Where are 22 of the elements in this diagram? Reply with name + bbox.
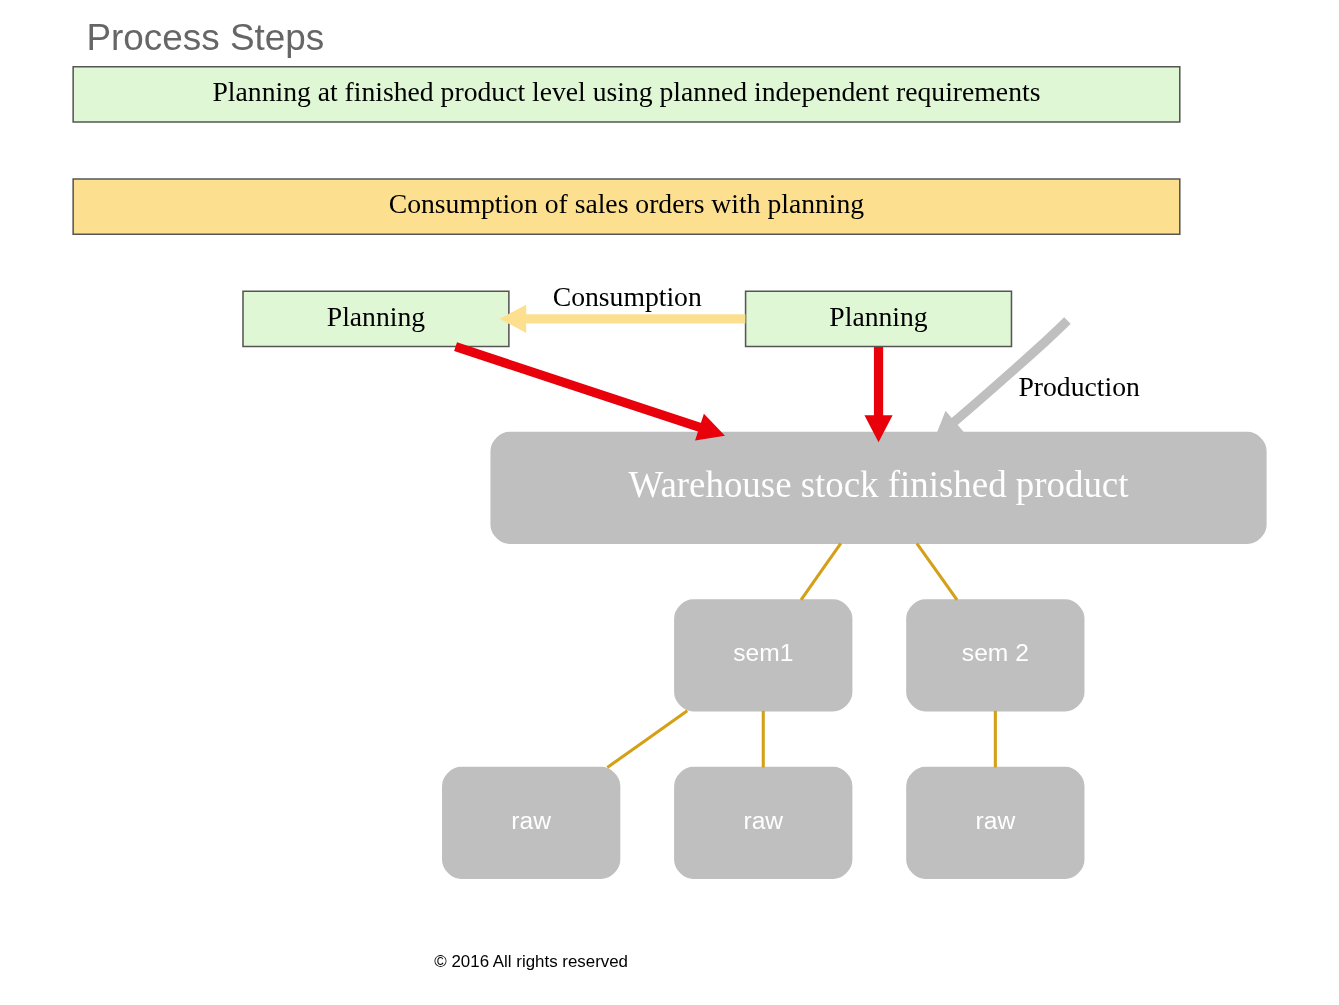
edge-label: Production: [1018, 371, 1140, 403]
arrow: [454, 342, 725, 441]
connector: [761, 710, 765, 768]
connector: [993, 710, 997, 768]
connector: [799, 542, 843, 601]
node-box: Planning: [744, 290, 1013, 348]
node-box: sem 2: [906, 599, 1085, 712]
connector: [915, 542, 959, 601]
node-box: raw: [906, 766, 1085, 880]
node-box: sem1: [674, 599, 853, 712]
arrow: [499, 304, 746, 333]
diagram-title: Process Steps: [86, 17, 325, 59]
node-box: Warehouse stock finished product: [490, 431, 1267, 544]
node-box: raw: [442, 766, 621, 880]
label: © 2016 All rights reserved: [434, 952, 628, 972]
connector: [606, 709, 689, 769]
node-box: raw: [674, 766, 853, 880]
edge-label: Consumption: [552, 280, 702, 312]
node-box: Planning at finished product level using planned independent requirements: [72, 66, 1181, 123]
node-box: Consumption of sales orders with planning: [72, 178, 1181, 236]
node-box: Planning: [242, 290, 510, 348]
arrow: [864, 347, 893, 443]
